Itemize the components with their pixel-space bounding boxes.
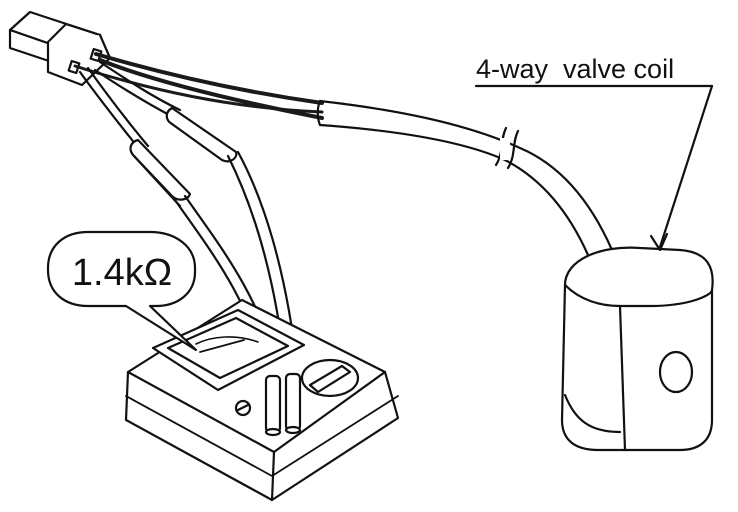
label-leader [474, 84, 714, 252]
coil-label: 4-way valve coil [476, 54, 674, 84]
connector-plug [8, 10, 112, 87]
reading-bubble [46, 230, 198, 352]
coil-wires [73, 52, 324, 120]
valve-coil [560, 246, 714, 452]
coil-cable-sheath [316, 99, 614, 257]
resistance-reading: 1.4kΩ [72, 252, 172, 294]
multimeter [124, 298, 400, 502]
